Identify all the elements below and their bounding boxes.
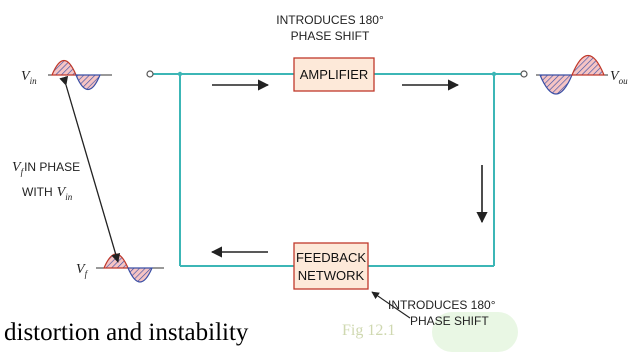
top-phase-label-line1: INTRODUCES 180° [276,13,384,27]
junction-right [491,71,497,77]
bottom-phase-label-line2: PHASE SHIFT [410,314,489,328]
vout-label: Vou [610,69,628,86]
output-terminal [520,70,528,78]
feedback-waveform [96,253,164,283]
vf-label: Vf [76,262,89,279]
feedback-label-line1: FEEDBACK [296,250,366,265]
figure-number-fragment: Fig 12.1 [342,322,396,339]
vin-label: Vin [21,69,37,86]
flow-arrows [210,79,488,258]
in-phase-arrow [59,75,121,263]
caption-highlight [432,312,518,352]
feedback-network-box [293,242,369,290]
bottom-phase-pointer [371,291,411,319]
input-terminal [146,70,154,78]
junction-left [177,71,183,77]
caption-text: distortion and instability [4,319,249,346]
circuit-wires [153,73,521,267]
bottom-phase-label-line1: INTRODUCES 180° [388,298,496,312]
top-phase-label-line2: PHASE SHIFT [291,29,370,43]
amplifier-label: AMPLIFIER [300,67,369,82]
output-waveform [536,55,608,95]
feedback-label-line2: NETWORK [298,268,365,283]
amplifier-box [293,57,375,92]
input-waveform [48,59,112,91]
phase-note-line1: VfIN PHASE [12,160,80,177]
